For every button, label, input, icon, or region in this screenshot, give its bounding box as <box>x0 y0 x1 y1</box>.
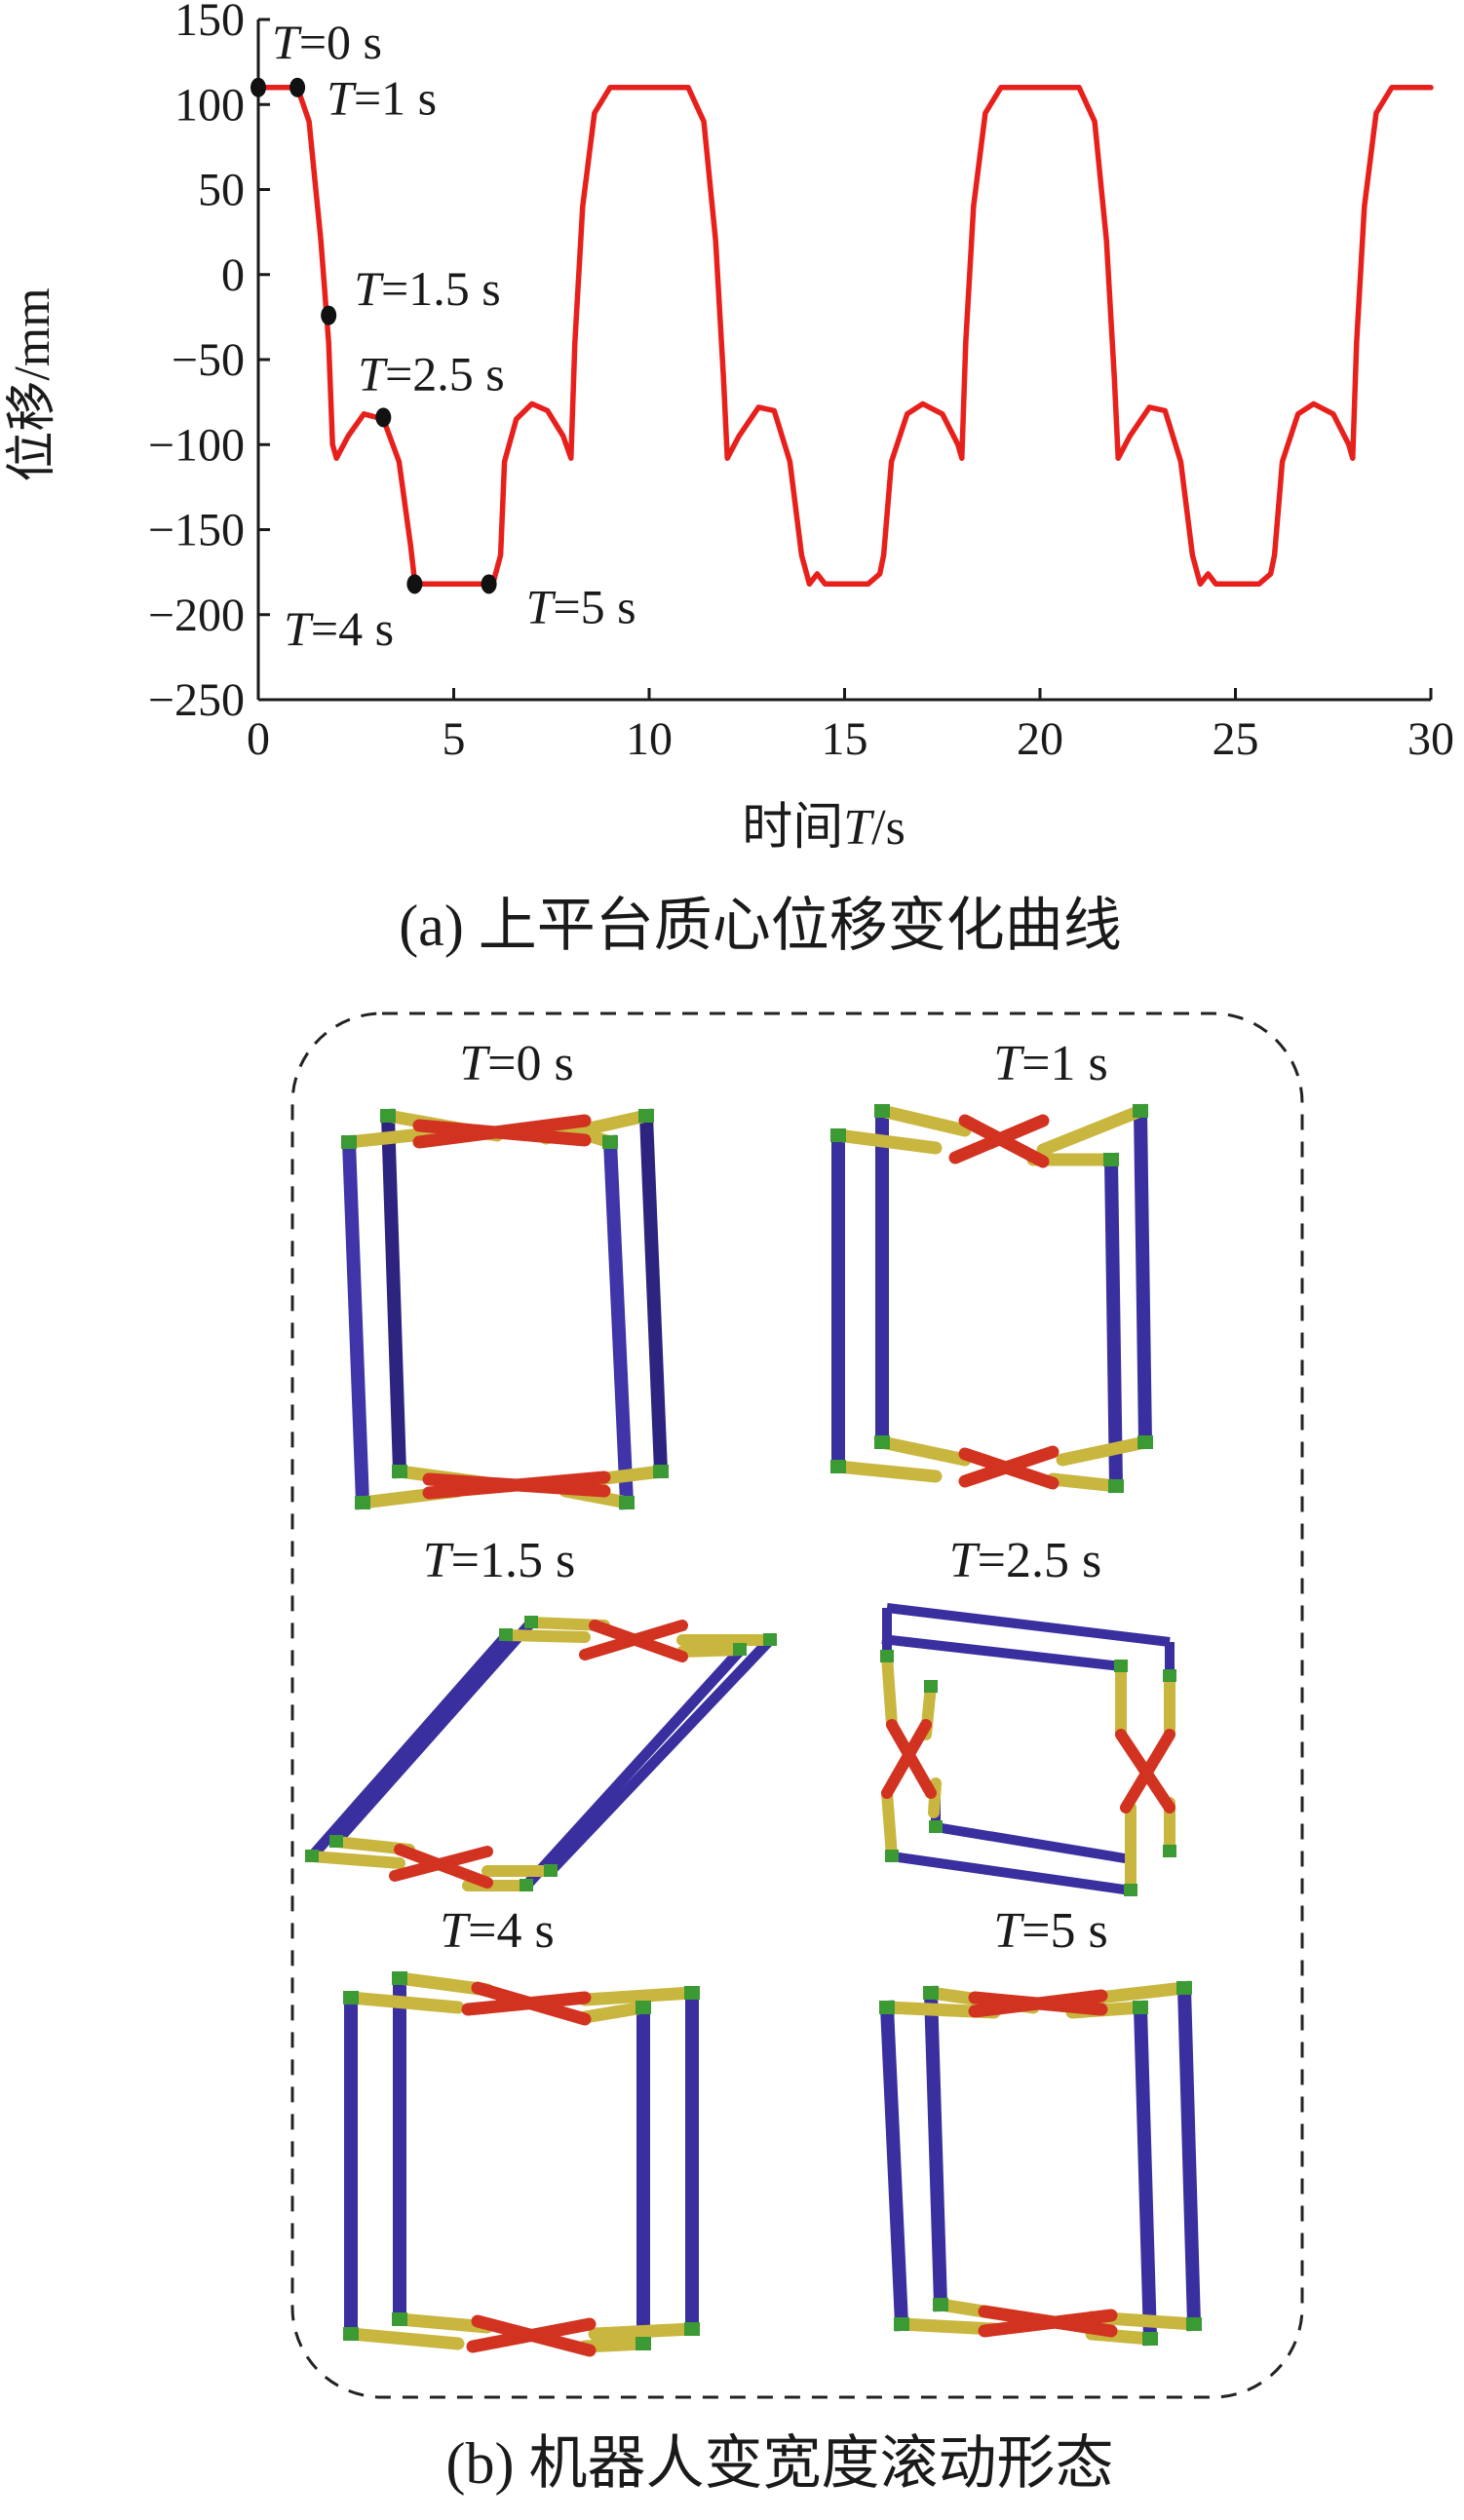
marker-points: T=0 sT=1 s T=1.5 s T=2.5 s T=4 s T=5 s <box>250 15 636 656</box>
blue-frame <box>307 1619 774 1890</box>
scissor-top <box>342 1109 653 1149</box>
marker-label: T=5 s <box>526 579 636 633</box>
x-tick-label: 15 <box>822 713 868 765</box>
displacement-chart: 150 100 50 0 −50 −100 −150 −200 −250 0 5 10 15 20 25 3… <box>5 0 1454 958</box>
green-joints <box>305 1616 777 1891</box>
y-tick-label: −200 <box>148 590 245 641</box>
blue-frame-front <box>341 1134 635 1510</box>
scissor-right <box>1115 1661 1175 1896</box>
scissor-bottom <box>344 2312 699 2357</box>
scissor-top <box>344 1971 699 2026</box>
marker-label: T=1 s <box>327 71 437 126</box>
pose-label-1-5s: T=1.5 s <box>423 1533 575 1588</box>
y-tick-label: 150 <box>174 0 245 46</box>
y-tick-label: −150 <box>148 505 245 556</box>
x-axis-label: 时间T/s <box>742 800 905 856</box>
pose-2-5s <box>880 1603 1176 1896</box>
y-tick-label: −250 <box>148 674 245 726</box>
series-line <box>255 85 1434 588</box>
marker-label: T=0 s <box>272 15 382 69</box>
y-axis-label: 位移/mm <box>5 287 60 481</box>
x-tick-label: 25 <box>1213 713 1259 765</box>
scissor-top <box>831 1104 1147 1168</box>
x-tick-label: 20 <box>1017 713 1063 765</box>
pose-label-1s: T=1 s <box>993 1036 1107 1091</box>
pose-5s <box>879 1980 1202 2347</box>
x-tick-label: 10 <box>626 713 673 765</box>
blue-frame <box>344 1971 699 2350</box>
blue-frame <box>879 1980 1202 2347</box>
pose-label-0s: T=0 s <box>459 1036 573 1091</box>
scissor-bottom <box>356 1465 668 1509</box>
marker-dot <box>375 407 392 428</box>
caption-a: (a) 上平台质心位移变化曲线 <box>399 894 1122 958</box>
y-tick-label: 0 <box>221 249 245 301</box>
x-tick-label: 0 <box>247 713 270 765</box>
pose-label-4s: T=4 s <box>440 1903 554 1959</box>
marker-dot <box>406 574 423 594</box>
y-tick-label: −50 <box>172 334 245 386</box>
pose-label-2-5s: T=2.5 s <box>949 1533 1101 1588</box>
dashed-frame <box>290 1012 1304 2399</box>
marker-label: T=2.5 s <box>358 346 504 401</box>
green-joints <box>880 1650 1176 1896</box>
scissor-top <box>501 1617 776 1662</box>
pose-4s <box>343 1971 700 2357</box>
green-joints <box>341 1109 669 1509</box>
x-axis-label-unit: /s <box>871 800 905 856</box>
marker-dot <box>481 574 497 594</box>
marker-label: T=1.5 s <box>354 261 500 316</box>
pose-label-5s: T=5 s <box>993 1903 1107 1959</box>
rolling-poses-panel: T=0 s T=1 s T=1.5 s T=2.5 s T=4 s T=5 s <box>290 1012 1304 2496</box>
x-axis-ticks: 0 5 10 15 20 25 30 <box>247 688 1454 765</box>
y-tick-label: 100 <box>174 79 245 131</box>
marker-label: T=4 s <box>284 601 394 656</box>
scissor-left <box>881 1651 942 1862</box>
marker-dot <box>321 305 337 325</box>
marker-dot <box>289 77 306 97</box>
y-tick-label: −100 <box>148 419 245 471</box>
pose-1-5s <box>305 1616 777 1891</box>
pose-1s <box>830 1103 1153 1494</box>
green-joints <box>343 1971 700 2350</box>
x-tick-label: 5 <box>443 713 466 765</box>
y-axis-ticks: 150 100 50 0 −50 −100 −150 −200 −250 <box>148 0 270 726</box>
x-tick-label: 30 <box>1407 713 1454 765</box>
x-axis-label-prefix: 时间 <box>742 800 843 856</box>
blue-frame <box>831 1103 1153 1494</box>
caption-b: (b) 机器人变宽度滚动形态 <box>446 2431 1114 2496</box>
scissor-top <box>880 1981 1191 2019</box>
blue-frame-back <box>380 1108 669 1479</box>
scissor-bottom <box>895 2298 1201 2346</box>
y-tick-label: 50 <box>198 165 245 216</box>
scissor-bottom <box>831 1435 1152 1493</box>
scissor-bottom <box>306 1836 557 1891</box>
marker-dot <box>250 77 266 97</box>
green-joints <box>879 1981 1202 2346</box>
green-joints <box>830 1104 1153 1493</box>
x-axis-label-var: T <box>843 800 874 856</box>
pose-0s <box>341 1108 669 1510</box>
